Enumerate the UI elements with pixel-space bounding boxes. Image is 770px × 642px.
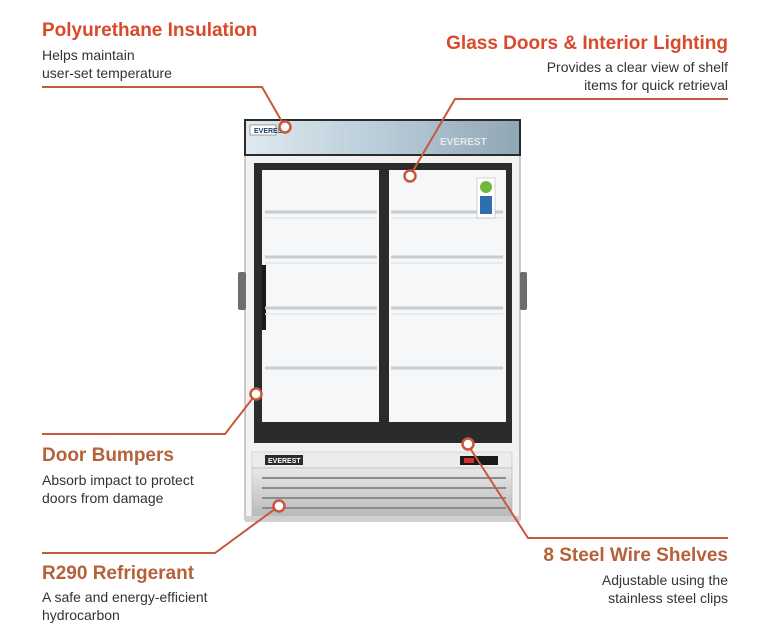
bottom-brand-plate: EVEREST <box>265 455 303 465</box>
bumpers-desc-line2: doors from damage <box>42 490 164 506</box>
bumpers-description: Absorb impact to protect doors from dama… <box>42 471 194 507</box>
glass-doors-desc-line2: items for quick retrieval <box>584 77 728 93</box>
glass-doors-description: Provides a clear view of shelf items for… <box>547 58 728 94</box>
insulation-desc-line2: user-set temperature <box>42 65 172 81</box>
insulation-description: Helps maintain user-set temperature <box>42 46 172 82</box>
refrigerant-desc-line2: hydrocarbon <box>42 607 120 623</box>
insulation-desc-line1: Helps maintain <box>42 47 135 63</box>
eco-sticker-icon <box>476 177 496 219</box>
bumpers-desc-line1: Absorb impact to protect <box>42 472 194 488</box>
bumpers-title: Door Bumpers <box>42 445 174 466</box>
left-glass-door <box>262 170 380 430</box>
shelves-description: Adjustable using the stainless steel cli… <box>602 571 728 607</box>
brand-logo-icon: EVEREST <box>249 124 287 136</box>
svg-text:EVEREST: EVEREST <box>440 137 487 148</box>
refrigerant-title: R290 Refrigerant <box>42 563 195 584</box>
svg-text:EVEREST: EVEREST <box>254 128 287 135</box>
refrigerant-desc-line1: A safe and energy-efficient <box>42 589 208 605</box>
glass-doors-title: Glass Doors & Interior Lighting <box>446 33 728 54</box>
shelves-desc-line1: Adjustable using the <box>601 572 728 588</box>
refrigerant-description: A safe and energy-efficient hydrocarbon <box>42 588 208 624</box>
insulation-title: Polyurethane Insulation <box>42 20 258 41</box>
left-side-handle <box>238 272 246 310</box>
door-handle <box>262 265 266 330</box>
right-side-handle <box>520 272 527 310</box>
svg-text:EVEREST: EVEREST <box>268 458 301 465</box>
condenser-grill <box>251 467 513 519</box>
shelves-title: 8 Steel Wire Shelves <box>543 545 728 566</box>
glass-doors-desc-line1: Provides a clear view of shelf <box>546 59 728 75</box>
shelves-desc-line2: stainless steel clips <box>608 590 728 606</box>
wire-shelves <box>265 210 503 370</box>
